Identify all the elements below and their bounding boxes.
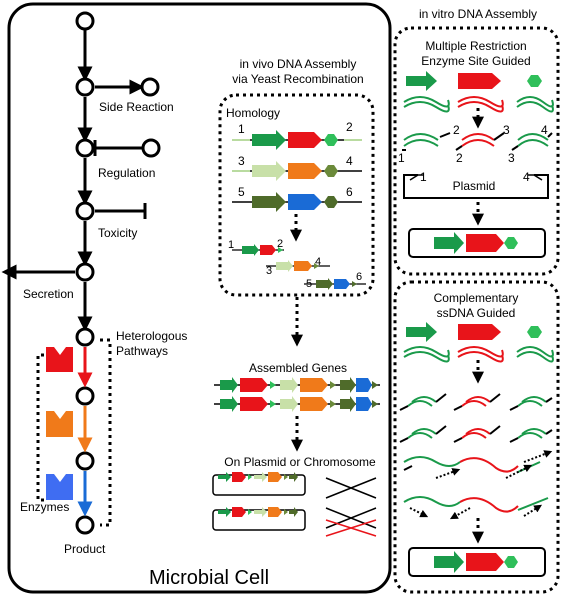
side-reaction-label: Side Reaction: [99, 100, 174, 114]
svg-text:3: 3: [238, 154, 245, 168]
plasmid-label: Plasmid: [453, 179, 496, 193]
svg-text:1: 1: [398, 151, 405, 165]
assembled-gene-row-1: [214, 377, 380, 393]
svg-text:4: 4: [346, 154, 353, 168]
in-vivo-assembly: in vivo DNA Assembly via Yeast Recombina…: [212, 57, 380, 537]
chromosome-crossover: [325, 477, 377, 537]
restriction-parts: [403, 71, 554, 113]
ssdna-overhangs-row-2: [399, 425, 553, 443]
svg-text:6: 6: [346, 185, 353, 199]
fragment-1-2: 1 2: [232, 120, 362, 150]
regulation-label: Regulation: [98, 166, 155, 180]
complementary-title-line2: ssDNA Guided: [437, 306, 516, 320]
in-vitro-title: in vitro DNA Assembly: [419, 7, 537, 21]
cell-title: Microbial Cell: [149, 567, 269, 589]
heterologous-label: Heterologous: [116, 329, 187, 343]
secretion-label: Secretion: [23, 287, 74, 301]
in-vivo-title-line2: via Yeast Recombination: [232, 72, 363, 86]
restriction-cut-fragments: 1 2 2 3 3 4: [398, 123, 553, 165]
homology-box: [218, 93, 375, 297]
complementary-title-line1: Complementary: [434, 291, 519, 305]
restriction-box: [393, 26, 560, 276]
toxicity-label: Toxicity: [98, 226, 137, 240]
svg-text:6: 6: [356, 271, 362, 283]
restriction-title-line1: Multiple Restriction: [425, 39, 526, 53]
restriction-title-line2: Enzyme Site Guided: [421, 54, 530, 68]
enzyme-orange-icon: [46, 411, 73, 437]
enzyme-red-icon: [46, 347, 73, 372]
in-vitro-assembly: in vitro DNA Assembly Multiple Restricti…: [393, 7, 560, 594]
enzymes-label: Enzymes: [20, 500, 69, 514]
assembled-genes-label: Assembled Genes: [249, 361, 347, 375]
svg-text:5: 5: [306, 278, 312, 290]
complementary-parts: [403, 322, 554, 363]
homology-label: Homology: [226, 106, 280, 120]
ssdna-overhangs-row-1: [399, 393, 553, 411]
pathways-label: Pathways: [116, 344, 168, 358]
enzyme-blue-icon: [46, 474, 73, 500]
svg-text:2: 2: [456, 151, 463, 165]
svg-text:1: 1: [228, 239, 234, 251]
complementary-result-plasmid: [408, 547, 546, 577]
assembled-gene-row-2: [214, 396, 380, 412]
svg-text:4: 4: [315, 256, 321, 268]
svg-text:5: 5: [238, 185, 245, 199]
svg-text:4: 4: [541, 123, 548, 137]
fragment-5-6: 5 6: [232, 185, 362, 212]
staggered-fragments: 1 2 3 4 5 6: [228, 238, 366, 290]
pathway-metabolites: [75, 11, 161, 535]
svg-text:4: 4: [523, 170, 530, 184]
in-vivo-title-line1: in vivo DNA Assembly: [240, 57, 357, 71]
svg-text:3: 3: [266, 265, 272, 277]
product-label: Product: [64, 542, 106, 556]
plasmid-construct-1: [212, 472, 306, 496]
svg-text:2: 2: [453, 123, 460, 137]
open-plasmid: 1 4 Plasmid: [403, 170, 549, 199]
cell-boundary: [7, 2, 392, 594]
microbial-cell: Microbial Cell: [1, 2, 392, 594]
annealing-strands: [403, 450, 553, 520]
svg-text:2: 2: [346, 120, 353, 134]
svg-text:1: 1: [420, 170, 427, 184]
svg-text:1: 1: [238, 122, 245, 136]
plasmid-construct-2: [212, 507, 306, 531]
restriction-result-plasmid: [408, 228, 546, 258]
svg-text:3: 3: [508, 151, 515, 165]
plasmid-chromosome-label: On Plasmid or Chromosome: [224, 455, 376, 469]
svg-text:2: 2: [277, 238, 283, 250]
metabolic-pathway: [1, 30, 147, 332]
svg-text:3: 3: [503, 123, 510, 137]
fragment-3-4: 3 4: [232, 154, 362, 181]
complementary-box: [393, 280, 560, 594]
